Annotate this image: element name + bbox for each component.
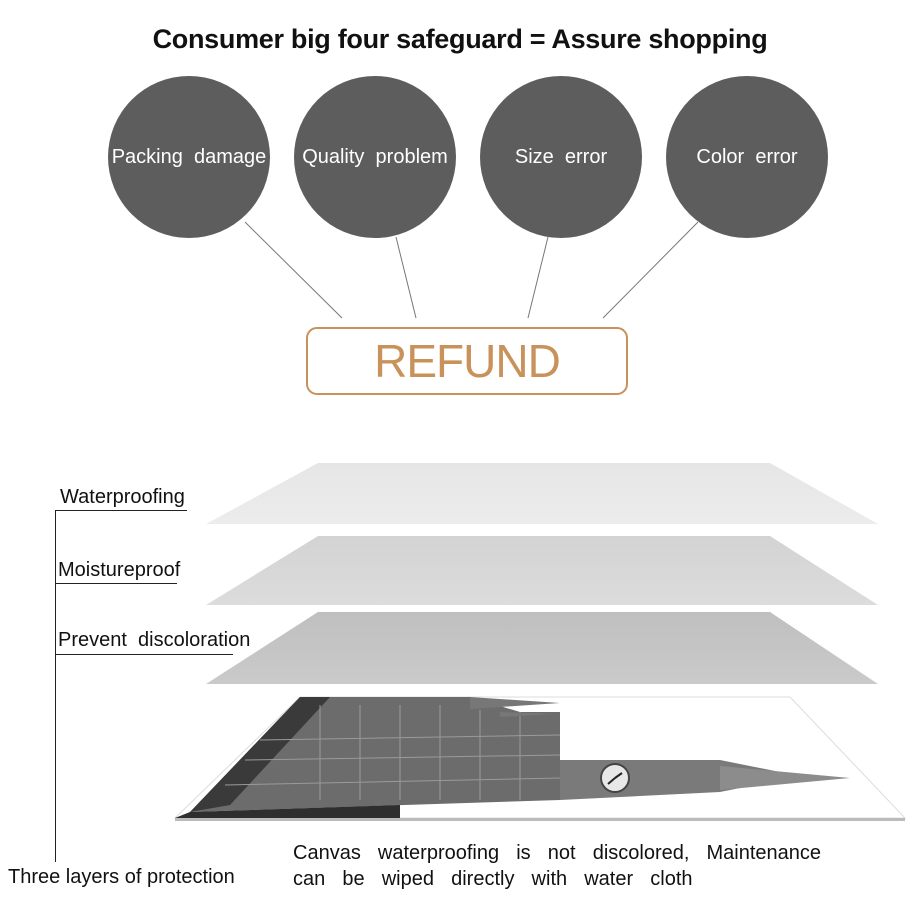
safeguard-label: Size error [514, 145, 608, 168]
bracket-tick-moistureproof [55, 583, 177, 584]
refund-badge: REFUND [306, 327, 628, 395]
safeguard-color-error: Color error [666, 76, 828, 238]
safeguard-label: Color error [696, 145, 798, 168]
connector-line [602, 221, 699, 319]
canvas-print [173, 696, 907, 821]
layer-discoloration [206, 612, 878, 684]
safeguard-size-error: Size error [480, 76, 642, 238]
page-title: Consumer big four safeguard = Assure sho… [152, 24, 768, 54]
safeguard-label: Packing damage [111, 145, 267, 168]
connector-line [527, 236, 549, 319]
refund-label: REFUND [374, 335, 561, 387]
connector-line [244, 221, 343, 319]
bracket-tick-discoloration [55, 654, 233, 655]
bracket-vertical-line [55, 510, 56, 862]
safeguard-label: Quality problem [302, 145, 448, 168]
maintenance-caption: Canvas waterproofing is not discolored, … [293, 840, 822, 892]
layer-waterproofing [206, 463, 878, 524]
layer-label-discoloration: Prevent discoloration [58, 629, 251, 651]
caption-line-1: Canvas waterproofing is not discolored, … [293, 842, 822, 864]
layer-label-moistureproof: Moistureproof [58, 559, 181, 581]
safeguard-packing-damage: Packing damage [108, 76, 270, 238]
bracket-tick-waterproofing [55, 510, 187, 511]
connector-line [395, 236, 417, 319]
three-layers-label: Three layers of protection [8, 866, 235, 888]
safeguard-quality-problem: Quality problem [294, 76, 456, 238]
layer-moistureproof [206, 536, 878, 605]
layer-label-waterproofing: Waterproofing [60, 486, 185, 508]
caption-line-2: can be wiped directly with water cloth [293, 868, 693, 890]
